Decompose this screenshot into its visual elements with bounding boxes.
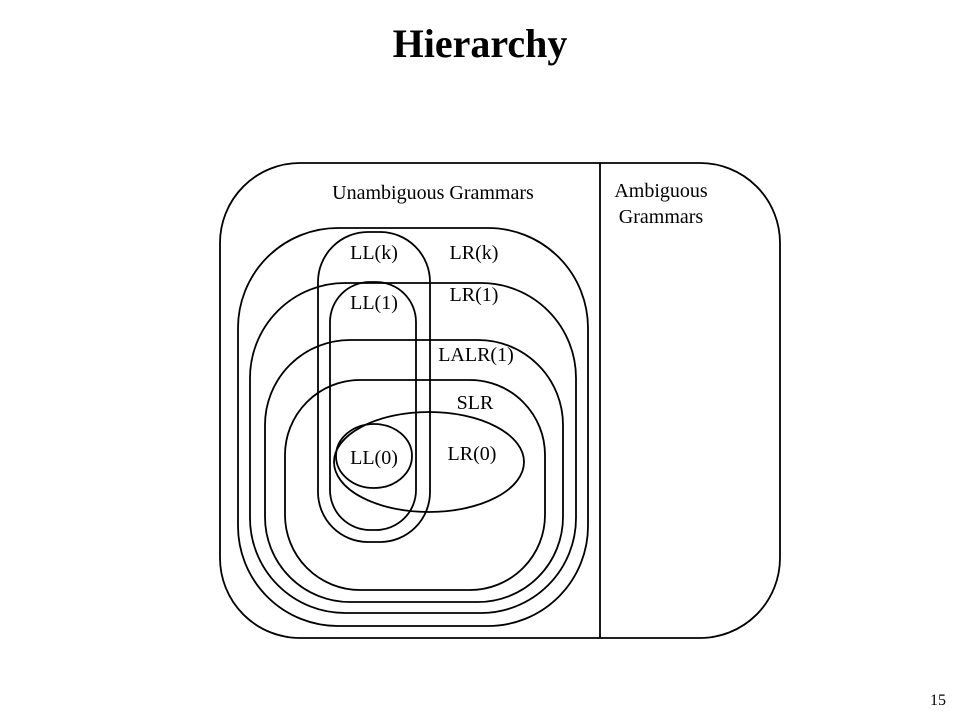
lalr1-label: LALR(1) [438,344,514,366]
page-number: 15 [930,692,946,709]
page-title: Hierarchy [392,21,568,66]
all-grammars-region [219,162,781,639]
ll1-label: LL(1) [350,292,398,314]
llk-region [317,231,431,543]
lrk-region [237,227,589,627]
ambiguous-label-line1: Ambiguous [614,180,708,202]
lr1-region [249,282,577,614]
llk-label: LL(k) [350,242,398,264]
ambiguous-label-line2: Grammars [619,206,704,228]
lr1-label: LR(1) [450,284,499,306]
lr0-region [333,411,525,513]
ll0-region [335,423,413,489]
slr-label: SLR [457,392,494,414]
ll1-region [329,281,417,531]
lrk-label: LR(k) [450,242,499,264]
unambiguous-label: Unambiguous Grammars [332,182,534,204]
lr0-label: LR(0) [448,443,497,465]
slr-region [284,379,546,591]
lalr1-region [264,339,564,603]
ll0-label: LL(0) [350,447,398,469]
